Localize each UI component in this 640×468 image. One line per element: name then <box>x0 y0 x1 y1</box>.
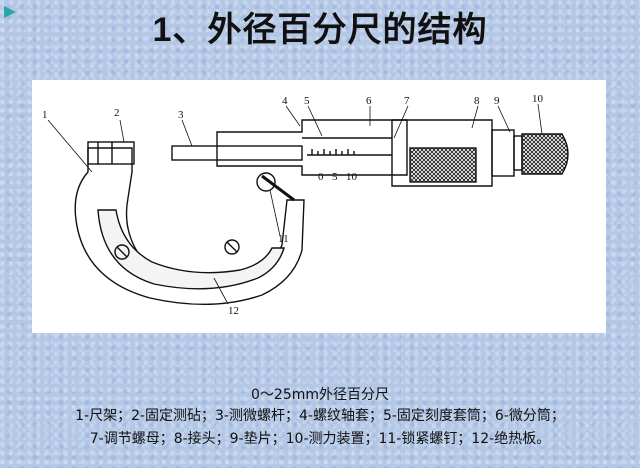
callout-12: 12 <box>228 305 239 317</box>
caption-title: 0～25mm外径百分尺 <box>251 387 389 403</box>
ratchet <box>521 133 569 175</box>
micrometer-diagram: 0 5 10 1 2 3 4 5 6 7 8 9 10 11 12 <box>32 80 606 333</box>
callout-3: 3 <box>178 109 184 121</box>
screw-left <box>114 244 130 260</box>
legend-line-2: 7-调节螺母；8-接头；9-垫片；10-测力装置；11-锁紧螺钉；12-绝热板。 <box>89 431 551 447</box>
thimble-scale-5: 5 <box>332 171 338 183</box>
callout-10: 10 <box>532 93 544 105</box>
page-title: 1、外径百分尺的结构 <box>152 11 488 49</box>
callout-1: 1 <box>42 109 48 121</box>
washer <box>513 135 523 171</box>
callout-6: 6 <box>366 95 372 107</box>
leader-lines <box>47 103 543 305</box>
callout-9: 9 <box>494 95 500 107</box>
spindle <box>171 145 303 161</box>
thimble-knurl <box>409 147 477 183</box>
callout-4: 4 <box>282 95 288 107</box>
sleeve-ticks <box>311 149 355 155</box>
callout-5: 5 <box>304 95 310 107</box>
thimble-scale-10: 10 <box>346 171 358 183</box>
fixed-anvil <box>87 141 135 165</box>
thimble-scale-0: 0 <box>318 171 324 183</box>
callout-11: 11 <box>278 233 289 245</box>
callout-7: 7 <box>404 95 410 107</box>
screw-right <box>224 239 240 255</box>
joint <box>491 129 515 177</box>
lock-screw <box>256 172 276 192</box>
barrel-body <box>216 119 408 176</box>
thimble <box>391 119 493 187</box>
legend-line-1: 1-尺架；2-固定测砧；3-测微螺杆；4-螺纹轴套；5-固定刻度套筒；6-微分筒… <box>75 408 565 424</box>
callout-2: 2 <box>114 107 120 119</box>
micrometer-drawing: 0 5 10 1 2 3 4 5 6 7 8 9 10 11 12 <box>42 93 569 317</box>
insulating-plate <box>97 209 285 290</box>
callout-8: 8 <box>474 95 480 107</box>
